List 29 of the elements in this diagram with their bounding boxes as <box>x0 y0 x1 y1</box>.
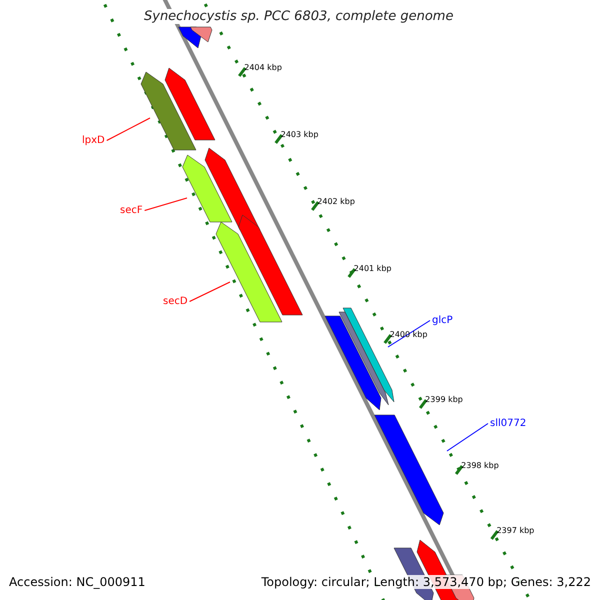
gene-label: lpxD <box>82 135 105 146</box>
gene-segment <box>338 312 389 406</box>
gene-segment <box>216 222 282 322</box>
tick-label: 2397 kbp <box>496 526 534 535</box>
tick-label: 2402 kbp <box>317 197 355 206</box>
gene-segment <box>182 154 232 222</box>
tick-label: 2401 kbp <box>354 264 392 273</box>
leader-line <box>446 423 488 452</box>
leader-line <box>106 118 150 141</box>
leader-line <box>388 320 430 348</box>
gene-label: secF <box>120 205 143 216</box>
leader-line <box>144 198 188 211</box>
gene-label: glcP <box>432 315 453 326</box>
gene-segment <box>164 68 216 140</box>
gene-segment <box>374 414 444 526</box>
gene-segment <box>190 26 212 42</box>
gene-label: secD <box>163 296 188 307</box>
gene-segment <box>140 72 196 150</box>
leader-line <box>189 282 230 302</box>
genome-stats-text: Topology: circular; Length: 3,573,470 bp; Genes: 3,222 <box>261 575 591 589</box>
gene-label: sll0772 <box>490 418 526 429</box>
gene-segment <box>238 214 303 316</box>
gene-segment <box>324 316 382 410</box>
tick-label: 2398 kbp <box>461 461 499 470</box>
tick-label: 2403 kbp <box>280 130 318 139</box>
tick-label: 2399 kbp <box>425 395 463 404</box>
accession-text: Accession: NC_000911 <box>9 575 146 589</box>
tick-label: 2404 kbp <box>244 63 282 72</box>
tick-label: 2400 kbp <box>390 330 428 339</box>
